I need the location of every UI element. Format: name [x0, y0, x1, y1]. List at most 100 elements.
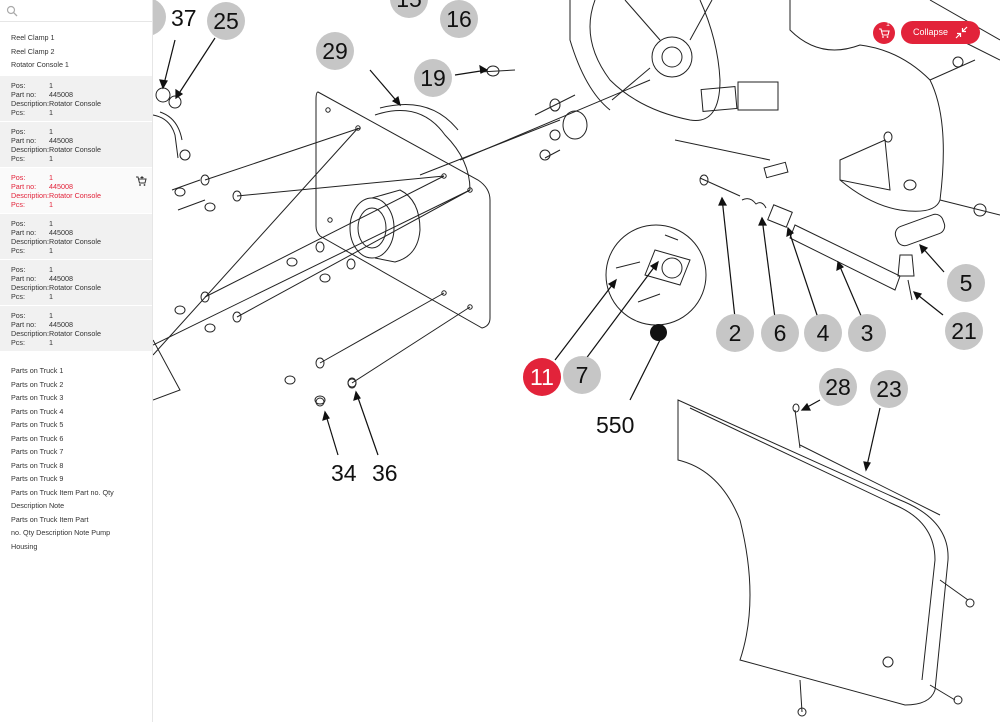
part-field-label: Pcs:: [11, 292, 25, 301]
collapse-button[interactable]: Collapse: [901, 21, 980, 44]
part-field-label: Pcs:: [11, 246, 25, 255]
add-to-cart-icon[interactable]: [135, 175, 147, 187]
part-field-pcs: Pcs: 1: [0, 246, 152, 255]
part-field-label: Pos:: [11, 173, 26, 182]
part-field-label: Pcs:: [11, 338, 25, 347]
callout-37[interactable]: 37: [171, 5, 197, 31]
part-field-value: 1: [49, 338, 53, 347]
cart-button[interactable]: [873, 22, 895, 44]
part-field-description: Description:Rotator Console: [0, 237, 152, 246]
part-field-value: 445008: [49, 274, 73, 283]
callout-28[interactable]: 28: [819, 368, 857, 406]
part-field-label: Part no:: [11, 90, 37, 99]
truck-parts-item[interactable]: no. Qty Description Note Pump: [11, 528, 111, 537]
part-field-label: Part no:: [11, 136, 37, 145]
cart-count-badge: 1: [886, 21, 890, 28]
callout-6[interactable]: 6: [153, 0, 166, 36]
truck-parts-item[interactable]: Parts on Truck 3: [11, 393, 64, 402]
part-field-pcs: Pcs: 1: [0, 200, 152, 209]
callout-2[interactable]: 2: [716, 314, 754, 352]
truck-parts-item[interactable]: Parts on Truck 2: [11, 379, 64, 389]
truck-parts-item[interactable]: Description Note: [11, 501, 65, 510]
part-field-value: 1: [49, 81, 53, 90]
callout-3[interactable]: 3: [848, 314, 886, 352]
part-field-part_no: Part no:445008: [0, 90, 152, 99]
part-field-pcs: Pcs:1: [0, 292, 152, 301]
part-field-label: Part no:: [11, 182, 37, 191]
part-field-label: Part no:: [11, 228, 37, 237]
part-field-label: Description:: [11, 237, 49, 246]
callout-29[interactable]: 29: [316, 32, 354, 70]
assembly-item[interactable]: Reel Clamp 1: [11, 33, 55, 42]
callout-19[interactable]: 19: [414, 59, 452, 97]
part-field-value: 445008: [49, 136, 73, 145]
callout-7[interactable]: 7: [563, 356, 601, 394]
callout-16[interactable]: 16: [440, 0, 478, 38]
truck-parts-item[interactable]: Parts on Truck 1: [11, 366, 64, 375]
truck-parts-item[interactable]: Parts on Truck 6: [11, 433, 64, 443]
part-field-value: Rotator Console: [49, 329, 101, 338]
part-field-label: Description:: [11, 283, 49, 292]
part-field-value: 1: [49, 108, 53, 117]
truck-parts-item[interactable]: Parts on Truck 9: [11, 474, 64, 483]
part-field-label: Pos:: [11, 265, 26, 274]
truck-parts-item[interactable]: Parts on Truck 5: [11, 420, 64, 429]
collapse-icon: [955, 26, 968, 39]
part-field-part_no: Part no: 445008: [0, 228, 152, 237]
callout-6b[interactable]: 6: [761, 314, 799, 352]
part-field-value: Rotator Console: [49, 99, 101, 108]
callout-11[interactable]: 11: [523, 358, 561, 396]
part-field-value: Rotator Console: [49, 283, 101, 292]
part-field-label: Pcs:: [11, 108, 25, 117]
part-field-value: 445008: [49, 320, 73, 329]
label-550[interactable]: 550: [596, 412, 635, 438]
truck-parts-item[interactable]: Parts on Truck 7: [11, 447, 64, 456]
part-field-description: Description:Rotator Console: [0, 99, 152, 108]
part-field-pos: Pos:1: [0, 265, 152, 274]
part-field-pcs: Pcs: 1: [0, 108, 152, 117]
callout-15[interactable]: 15: [390, 0, 428, 18]
callout-25[interactable]: 25: [207, 2, 245, 40]
truck-parts-item[interactable]: Parts on Truck Item Part no. Qty: [11, 487, 114, 497]
truck-parts-item[interactable]: Housing: [11, 541, 38, 551]
part-field-value: 1: [49, 200, 53, 209]
cart-icon: [879, 28, 890, 38]
part-field-part_no: Part no:445008: [0, 182, 152, 191]
part-field-label: Pos:: [11, 81, 26, 90]
part-field-pcs: Pcs:1: [0, 154, 152, 163]
callout-4[interactable]: 4: [804, 314, 842, 352]
label-34[interactable]: 34: [331, 460, 357, 486]
truck-parts-item[interactable]: Parts on Truck Item Part: [11, 514, 89, 524]
part-field-label: Pcs:: [11, 154, 25, 163]
collapse-label: Collapse: [913, 27, 949, 37]
detail-marker-dot[interactable]: [650, 324, 667, 341]
part-field-value: 1: [49, 246, 53, 255]
callout-21[interactable]: 21: [945, 312, 983, 350]
callout-5[interactable]: 5: [947, 264, 985, 302]
part-field-pos: Pos: 1: [0, 173, 152, 182]
callout-23[interactable]: 23: [870, 370, 908, 408]
parts-sidebar: Reel Clamp 1 Reel Clamp 2 Rotator Consol…: [0, 0, 153, 722]
part-field-value: 1: [49, 127, 53, 136]
part-field-pcs: Pcs: 1: [0, 338, 152, 347]
search-input[interactable]: [20, 2, 148, 20]
part-field-value: 445008: [49, 228, 73, 237]
part-field-value: 1: [49, 173, 53, 182]
part-field-label: Pcs:: [11, 200, 25, 209]
part-field-label: Pos:: [11, 219, 26, 228]
part-field-label: Description:: [11, 145, 49, 154]
label-36[interactable]: 36: [372, 460, 398, 486]
assembly-item[interactable]: Rotator Console 1: [11, 60, 69, 69]
part-field-label: Description:: [11, 99, 49, 108]
part-field-value: 1: [49, 311, 53, 320]
assembly-item[interactable]: Reel Clamp 2: [11, 46, 55, 56]
truck-parts-item[interactable]: Parts on Truck 4: [11, 406, 64, 416]
truck-parts-item[interactable]: Parts on Truck 8: [11, 460, 64, 470]
part-field-label: Description:: [11, 329, 49, 338]
